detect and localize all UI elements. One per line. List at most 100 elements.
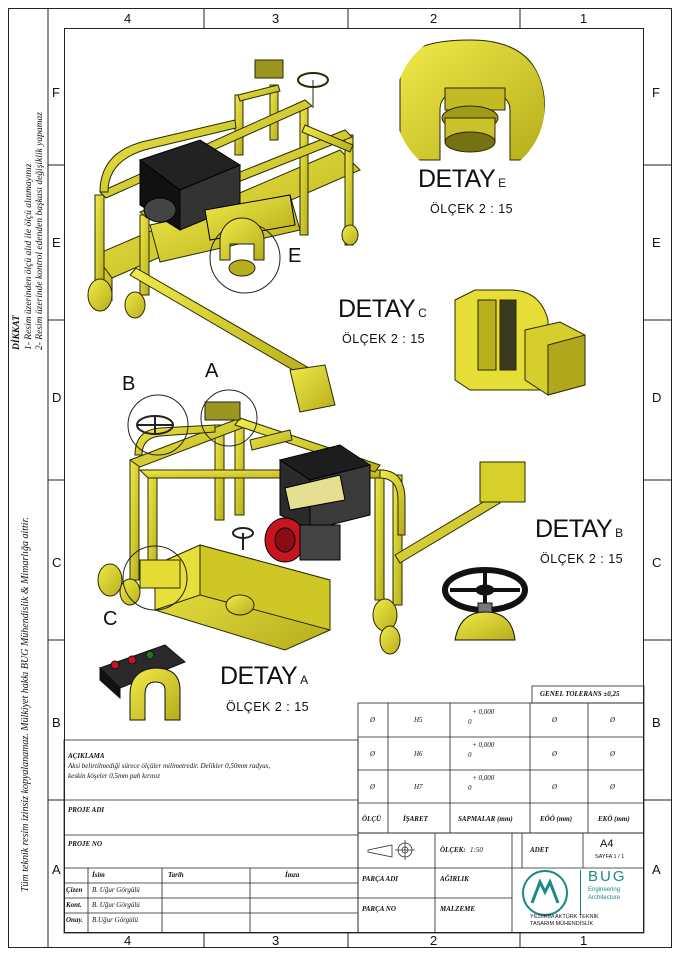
detail-a-title-text: DETAY	[220, 662, 298, 690]
aciklama-line1: Aksi belirtilmediği sürece ölçüler milim…	[68, 762, 271, 770]
zone-right-e: E	[652, 235, 661, 250]
tol-row2-eo: Ø	[552, 750, 558, 758]
tol-row1-olcu: Ø	[370, 716, 376, 724]
zone-left-d: D	[52, 390, 62, 405]
zone-right-a: A	[652, 862, 661, 877]
detail-b-letter: B	[615, 526, 623, 540]
detail-circle-b	[127, 394, 189, 456]
detail-a-scale: ÖLÇEK 2 : 15	[226, 700, 310, 714]
tol-row2-plus: + 0,000	[472, 741, 495, 749]
col-eo: EÖÖ (mm)	[540, 815, 573, 823]
lower-handwheels	[136, 415, 254, 550]
zone-right-c: C	[652, 555, 662, 570]
zone-right-d: D	[652, 390, 662, 405]
role-onay: Onay.	[66, 916, 84, 924]
detail-circle-c	[122, 545, 188, 611]
proje-no-label: PROJE NO	[68, 840, 103, 848]
zone-bottom-2: 2	[430, 933, 438, 948]
malzeme-label: MALZEME	[440, 905, 476, 913]
tol-row3-olcu: Ø	[370, 783, 376, 791]
adet-label: ADET	[530, 846, 549, 854]
role-kont-name: B. Uğur Görgülü	[92, 901, 140, 909]
detail-e-title-text: DETAY	[418, 165, 496, 193]
company-line2: TASARIM MÜHENDİSLİK	[530, 921, 594, 927]
logo-sub1: Engineering	[588, 887, 621, 893]
tol-row1-isaret: H5	[414, 716, 423, 724]
lower-engine	[264, 444, 372, 563]
imza-header: İmza	[285, 871, 300, 879]
detail-c-title-text: DETAY	[338, 295, 416, 323]
paper-size: A4	[600, 838, 614, 850]
detail-a-letter: A	[300, 673, 308, 687]
sayfa-label: SAYFA 1 / 1	[595, 854, 625, 860]
general-tolerance: GENEL TOLERANS ±0,25	[540, 690, 620, 698]
callout-e: E	[288, 245, 302, 267]
zone-left-b: B	[52, 715, 61, 730]
parca-adi-label: PARÇA ADI	[362, 875, 398, 883]
zone-right-f: F	[652, 85, 660, 100]
company-line1: YILDIRIM AKTÜRK TEKNİK	[530, 914, 599, 920]
col-olcu: ÖLÇÜ	[362, 815, 382, 823]
parca-no-label: PARÇA NO	[362, 905, 396, 913]
sheet-border	[8, 8, 672, 948]
zone-left-e: E	[52, 235, 61, 250]
bug-logo	[522, 870, 568, 916]
zone-top-1: 1	[580, 11, 588, 26]
olcek-value: 1:50	[470, 846, 483, 854]
zone-left-c: C	[52, 555, 62, 570]
role-cizen: Çizen	[66, 886, 83, 894]
col-ea: EKÖ (mm)	[598, 815, 630, 823]
tol-row3-minus: 0	[468, 784, 472, 792]
detail-a-view	[99, 644, 186, 721]
olcek-label: ÖLÇEK:	[440, 846, 466, 854]
tarih-header: Tarih	[168, 871, 184, 879]
detail-e-view	[399, 39, 545, 161]
tol-row2-olcu: Ø	[370, 750, 376, 758]
role-cizen-name: B. Uğur Görgülü	[92, 886, 140, 894]
detail-b-view	[442, 567, 528, 641]
agirlik-label: AĞIRLIK	[440, 875, 469, 883]
zone-bottom-4: 4	[124, 933, 132, 948]
tol-row1-minus: 0	[468, 718, 472, 726]
col-isaret: İŞARET	[403, 815, 428, 823]
drawing-frame	[64, 28, 644, 933]
zone-right-b: B	[652, 715, 661, 730]
callout-a: A	[205, 360, 219, 382]
tol-row2-minus: 0	[468, 751, 472, 759]
zone-top-2: 2	[430, 11, 438, 26]
tol-row2-isaret: H6	[414, 750, 423, 758]
detail-c-letter: C	[418, 306, 427, 320]
zone-left-a: A	[52, 862, 61, 877]
tol-row1-eo: Ø	[552, 716, 558, 724]
detail-b-title-text: DETAY	[535, 515, 613, 543]
zone-left-f: F	[52, 85, 60, 100]
aciklama-title: AÇIKLAMA	[68, 752, 105, 760]
zone-bottom-1: 1	[580, 933, 588, 948]
tol-row3-ea: Ø	[610, 783, 616, 791]
detail-e-scale: ÖLÇEK 2 : 15	[430, 202, 514, 216]
role-onay-name: B.Uğur Görgülü	[92, 916, 139, 924]
projection-symbol	[367, 840, 415, 860]
zone-top-4: 4	[124, 11, 132, 26]
upper-engine	[138, 139, 296, 241]
detail-c-view	[454, 289, 586, 396]
tol-row1-plus: + 0,000	[472, 708, 495, 716]
tol-row2-ea: Ø	[610, 750, 616, 758]
detail-c-scale: ÖLÇEK 2 : 15	[342, 332, 426, 346]
detail-e-letter: E	[498, 176, 506, 190]
tol-row1-ea: Ø	[610, 716, 616, 724]
callout-c: C	[103, 608, 118, 630]
col-sapmalar: SAPMALAR (mm)	[458, 815, 513, 823]
logo-sub2: Architecture	[588, 895, 621, 901]
tol-row3-plus: + 0,000	[472, 774, 495, 782]
role-kont: Kont.	[66, 901, 82, 909]
proje-adi-label: PROJE ADI	[68, 806, 105, 814]
zone-bottom-3: 3	[272, 933, 280, 948]
